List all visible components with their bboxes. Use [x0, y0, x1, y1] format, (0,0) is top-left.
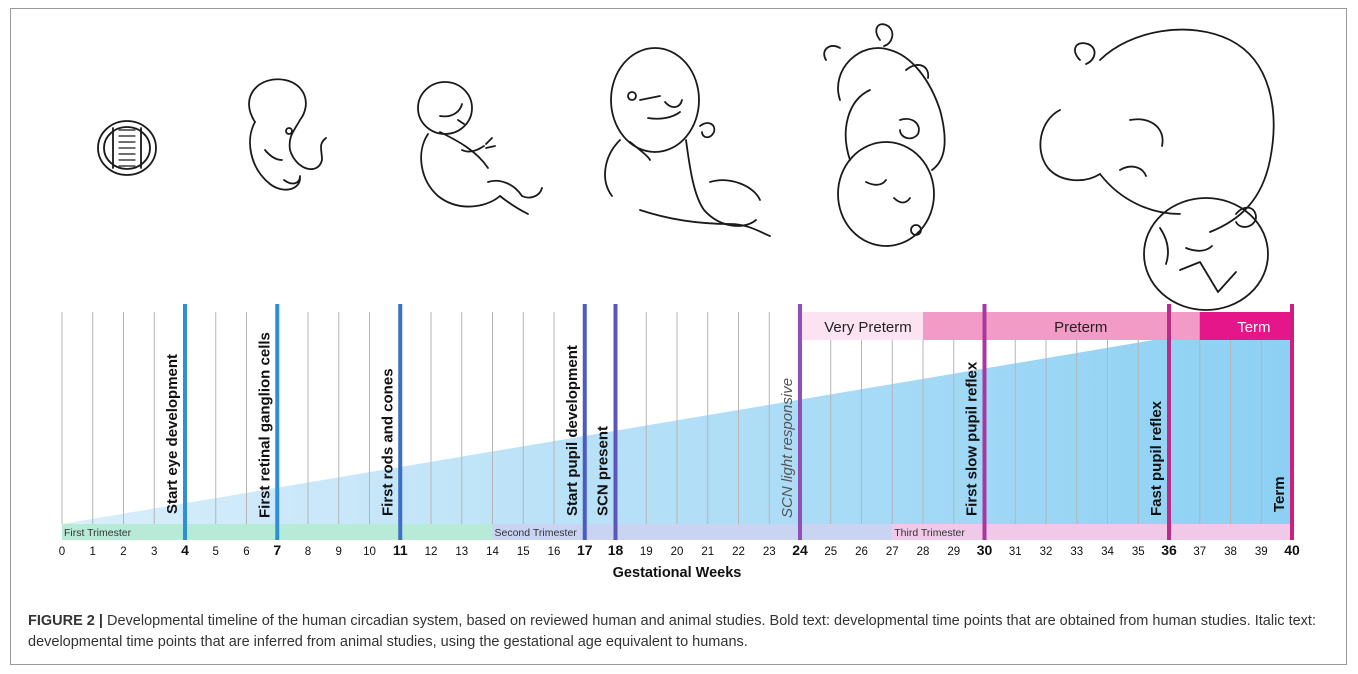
term-band-label: Preterm: [1054, 319, 1107, 336]
trimester-label: Third Trimester: [894, 527, 965, 539]
trimester-bar: [892, 524, 1292, 540]
week-tick-label: 34: [1101, 546, 1114, 558]
week-tick-label: 11: [393, 542, 408, 558]
caption-text: Developmental timeline of the human circ…: [28, 613, 1316, 650]
week-tick-label: 10: [363, 546, 376, 558]
week-tick-label: 40: [1284, 542, 1300, 558]
axis-title: Gestational Weeks: [613, 565, 742, 581]
week-tick-label: 30: [977, 542, 993, 558]
milestone-label: Term: [1271, 476, 1288, 512]
embryo-drawing: [248, 78, 327, 191]
trimester-label: Second Trimester: [495, 527, 578, 539]
milestone-label: First rods and cones: [379, 368, 396, 516]
mid-fetus-drawing: [604, 47, 771, 237]
week-tick-label: 2: [120, 546, 126, 558]
milestone-label: First slow pupil reflex: [964, 361, 981, 516]
early-fetus-drawing: [417, 81, 543, 215]
figure-frame: [10, 8, 1347, 665]
week-tick-label: 22: [732, 546, 745, 558]
milestone-label: Start pupil development: [564, 345, 581, 516]
trimester-bar: [492, 524, 893, 540]
week-tick-label: 21: [701, 546, 714, 558]
week-tick-label: 15: [517, 546, 530, 558]
week-tick-label: 20: [671, 546, 684, 558]
week-tick-label: 26: [855, 546, 868, 558]
week-tick-label: 1: [90, 546, 96, 558]
week-tick-label: 27: [886, 546, 899, 558]
week-tick-label: 16: [548, 546, 561, 558]
milestone-label: SCN light responsive: [779, 378, 796, 518]
week-tick-label: 35: [1132, 546, 1145, 558]
milestone-label: Fast pupil reflex: [1148, 400, 1165, 516]
term-band-label: Term: [1237, 319, 1270, 336]
week-tick-label: 19: [640, 546, 653, 558]
milestone-label: First retinal ganglion cells: [256, 332, 273, 518]
week-tick-label: 5: [213, 546, 219, 558]
week-tick-label: 36: [1161, 542, 1177, 558]
week-tick-label: 37: [1193, 546, 1206, 558]
week-tick-label: 3: [151, 546, 157, 558]
week-tick-label: 23: [763, 546, 776, 558]
week-tick-label: 28: [917, 546, 930, 558]
term-band-term: [1199, 312, 1292, 340]
week-tick-label: 25: [824, 546, 837, 558]
week-tick-label: 13: [455, 546, 468, 558]
week-tick-label: 9: [336, 546, 342, 558]
term-band-preterm: [923, 312, 1200, 340]
week-tick-label: 24: [792, 542, 808, 558]
week-tick-label: 18: [608, 542, 624, 558]
embryonic-disc-drawing: [97, 120, 157, 176]
week-tick-label: 38: [1224, 546, 1237, 558]
term-band-very-preterm: [800, 312, 923, 340]
week-tick-label: 0: [59, 546, 65, 558]
week-tick-label: 14: [486, 546, 499, 558]
week-tick-label: 33: [1070, 546, 1083, 558]
week-tick-label: 8: [305, 546, 311, 558]
caption-label: FIGURE 2 |: [28, 613, 103, 629]
week-tick-label: 7: [273, 542, 281, 558]
week-tick-label: 17: [577, 542, 593, 558]
week-tick-label: 12: [425, 546, 438, 558]
late-fetus-drawing: [823, 23, 946, 247]
week-tick-label: 31: [1009, 546, 1022, 558]
week-tick-label: 6: [243, 546, 249, 558]
term-band-label: Very Preterm: [824, 319, 912, 336]
milestone-label: SCN present: [595, 426, 612, 516]
week-tick-label: 32: [1040, 546, 1053, 558]
week-tick-label: 39: [1255, 546, 1268, 558]
week-tick-label: 29: [947, 546, 960, 558]
trimester-label: First Trimester: [64, 527, 132, 539]
term-fetus-drawing: [1039, 28, 1275, 311]
figure-caption: FIGURE 2 | Developmental timeline of the…: [28, 611, 1328, 653]
milestone-label: Start eye development: [164, 354, 181, 514]
week-tick-label: 4: [181, 542, 189, 558]
